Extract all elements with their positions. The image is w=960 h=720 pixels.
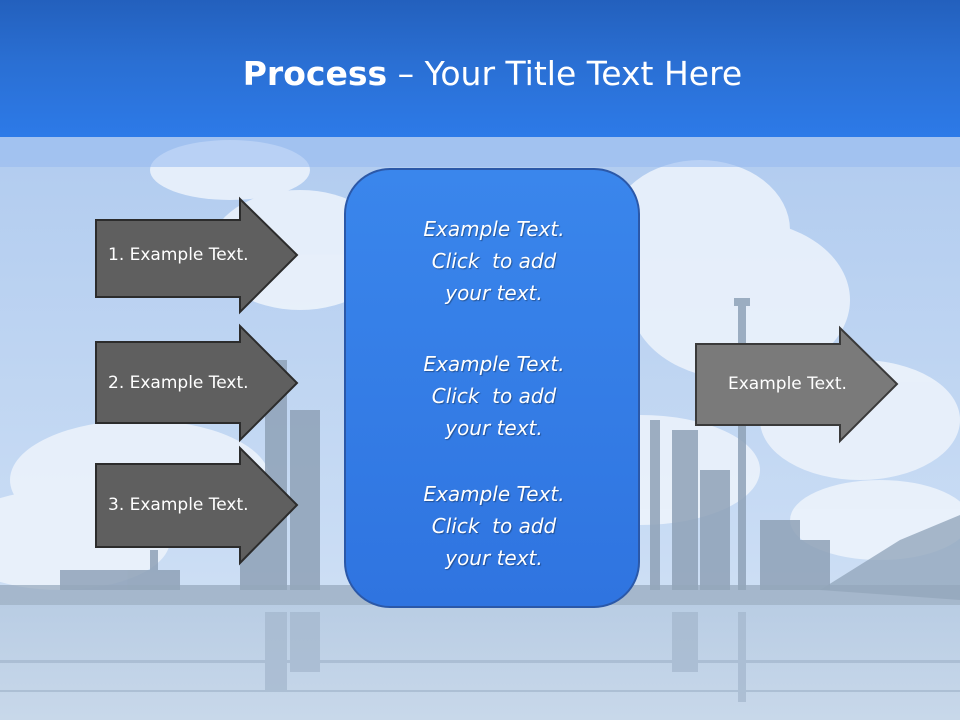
left-arrow-2[interactable]: 2. Example Text.	[95, 323, 300, 443]
right-arrow-label: Example Text.	[728, 374, 847, 394]
block-line: your text.	[445, 546, 543, 570]
arrow-shape	[95, 196, 299, 315]
block-line: Example Text.	[423, 482, 565, 506]
center-text-block-3: Example Text. Click to add your text.	[346, 478, 642, 574]
block-line: Click to add	[431, 514, 557, 538]
center-text-block-1: Example Text. Click to add your text.	[346, 213, 642, 309]
block-line: Example Text.	[423, 352, 565, 376]
right-arrow[interactable]: Example Text.	[695, 325, 900, 444]
arrow-shape	[95, 445, 299, 566]
left-arrow-3-label: 3. Example Text.	[108, 495, 249, 515]
title-bold: Process	[242, 54, 388, 93]
left-arrow-1[interactable]: 1. Example Text.	[95, 196, 300, 315]
header-band	[0, 137, 960, 167]
block-line: your text.	[445, 281, 543, 305]
block-line: Click to add	[431, 384, 557, 408]
title-rest: – Your Title Text Here	[387, 54, 743, 93]
left-arrow-2-label: 2. Example Text.	[108, 373, 249, 393]
left-arrow-1-label: 1. Example Text.	[108, 245, 249, 265]
block-line: Example Text.	[423, 217, 565, 241]
title-bar	[0, 0, 960, 137]
slide-title[interactable]: Process – Your Title Text Here	[0, 54, 960, 94]
block-line: Click to add	[431, 249, 557, 273]
block-line: your text.	[445, 416, 543, 440]
arrow-shape	[95, 323, 299, 443]
center-text-block-2: Example Text. Click to add your text.	[346, 348, 642, 444]
arrow-shape	[695, 325, 899, 444]
left-arrow-3[interactable]: 3. Example Text.	[95, 445, 300, 566]
center-content-box[interactable]: Example Text. Click to add your text. Ex…	[344, 168, 640, 608]
